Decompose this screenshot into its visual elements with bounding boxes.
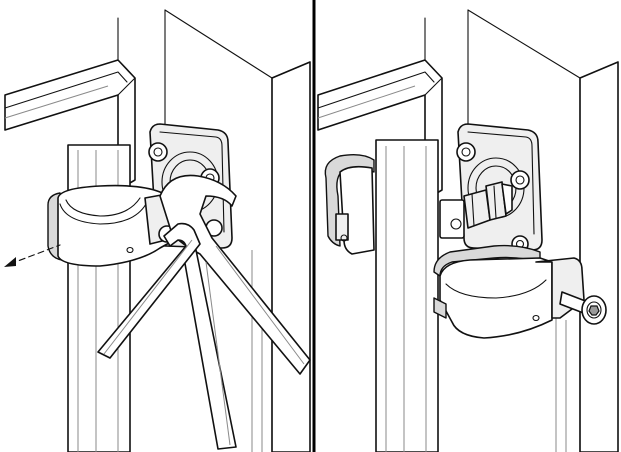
pull-direction-arrow xyxy=(4,244,61,267)
right-panel xyxy=(317,9,619,452)
hex-allen-key xyxy=(97,222,201,359)
left-panel xyxy=(4,9,311,452)
rail-frame-left xyxy=(4,59,136,191)
removed-clamp-half xyxy=(324,153,375,255)
plate-bolt-top-right-r xyxy=(510,170,530,190)
threaded-stud-with-nuts xyxy=(439,181,513,239)
hex-socket-icon xyxy=(588,305,600,316)
socket-cap-screw xyxy=(559,291,607,325)
plate-bolt-top-left xyxy=(148,142,168,162)
vertical-tube-right xyxy=(375,139,439,452)
arrowhead-icon xyxy=(4,257,16,267)
plate-bolt-top-left-r xyxy=(456,142,476,162)
